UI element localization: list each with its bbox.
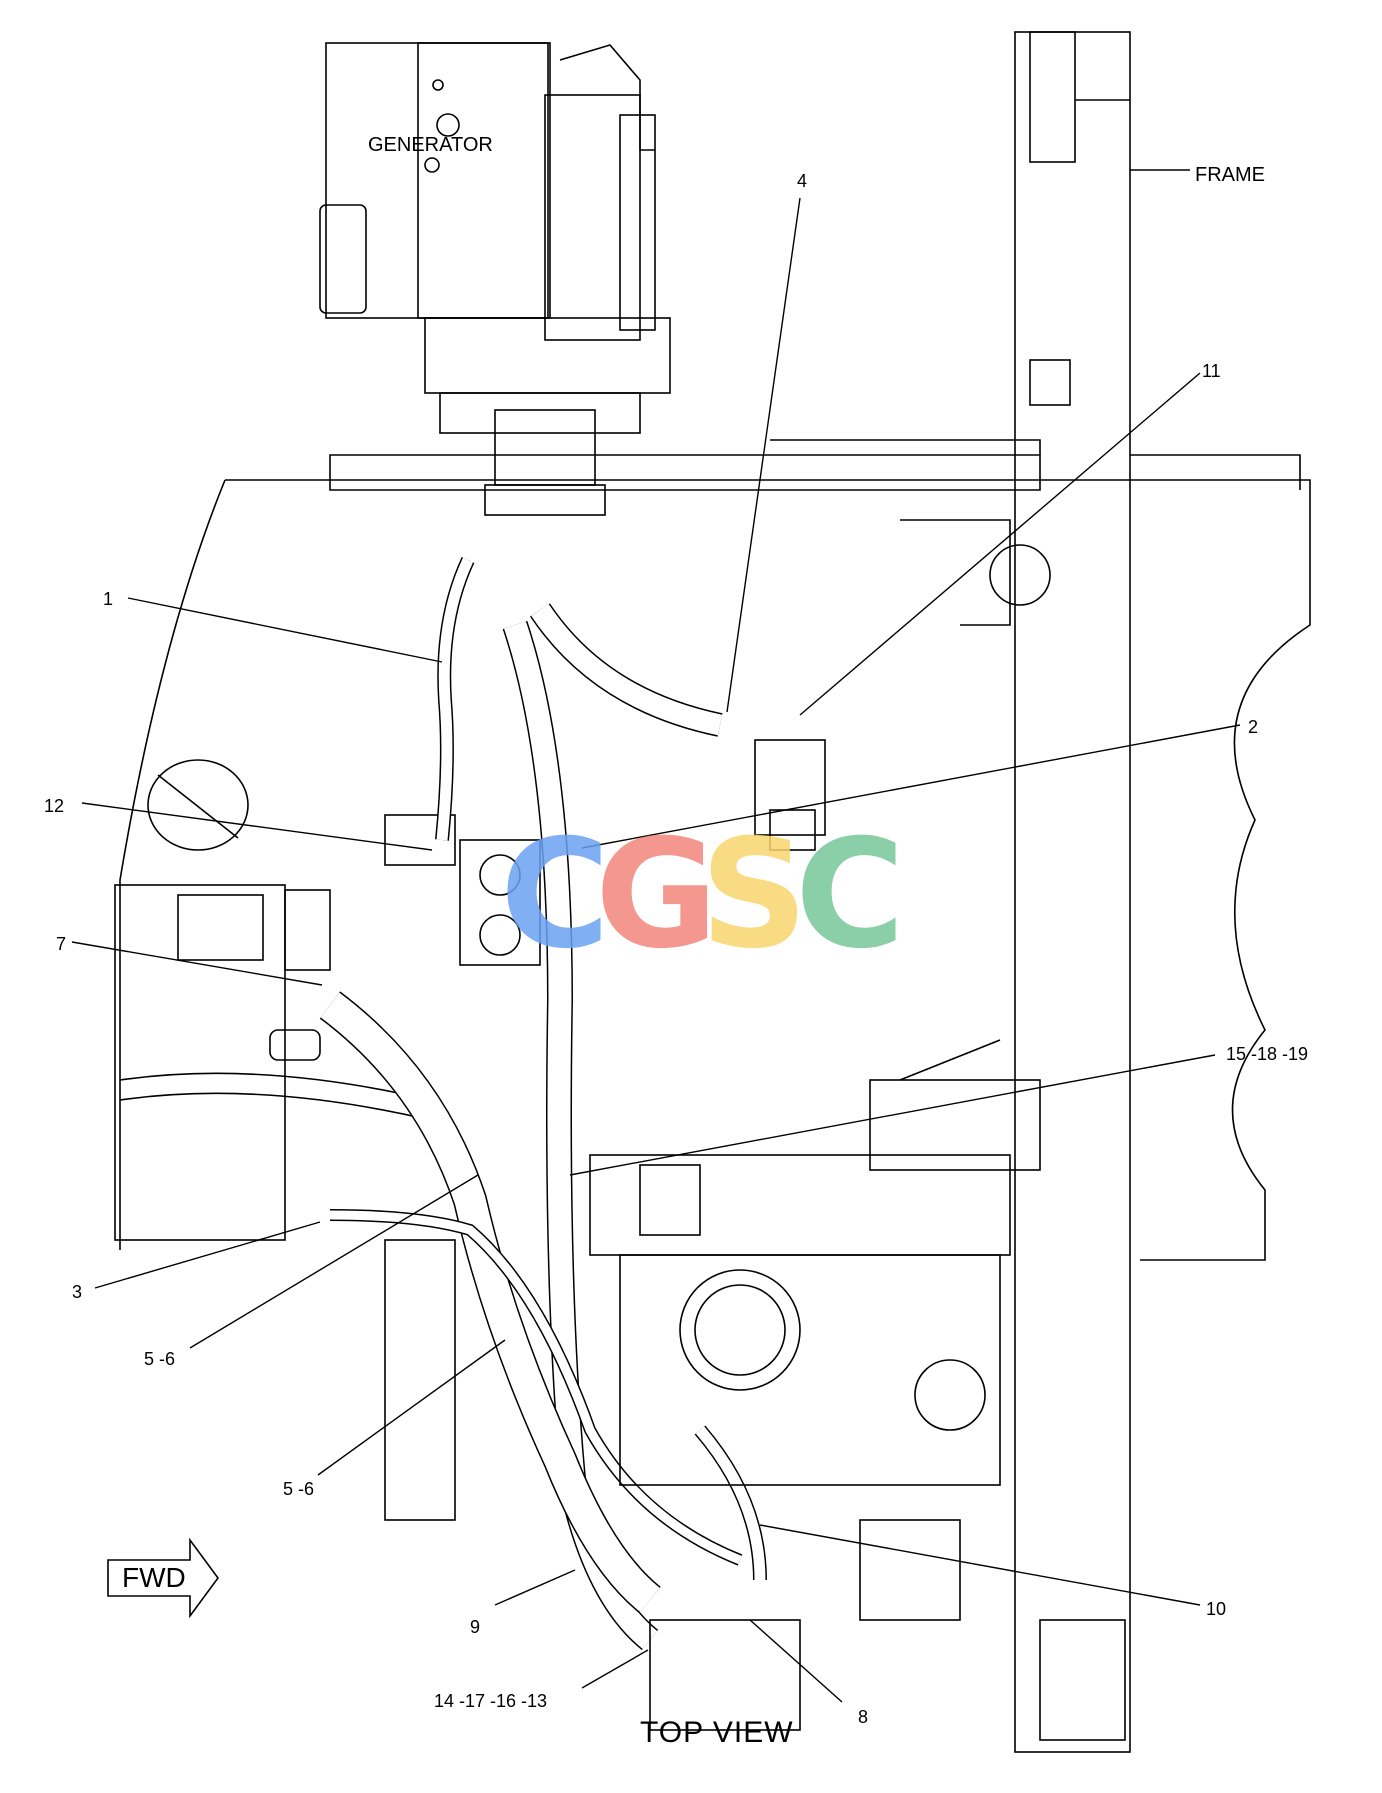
callout-7: 7 <box>56 934 67 954</box>
frame-structure <box>1014 31 1190 1753</box>
callout-4: 4 <box>797 171 808 191</box>
leader-7 <box>71 941 323 986</box>
left-components <box>114 759 456 1521</box>
watermark-letter-2: G <box>595 808 719 982</box>
leader-10 <box>759 1524 1201 1606</box>
fwd-arrow <box>107 1537 219 1619</box>
watermark-letter-1: C <box>500 808 611 982</box>
leader-5-6b <box>317 1339 506 1476</box>
leader-11 <box>799 372 1201 716</box>
callout-5-6b: 5 -6 <box>283 1479 315 1499</box>
callout-2: 2 <box>1248 717 1259 737</box>
leader-lines <box>71 197 1241 1703</box>
hoses <box>319 557 767 1651</box>
mounting-plate <box>119 439 1311 1261</box>
callout-5-6a: 5 -6 <box>144 1349 176 1369</box>
callout-10: 10 <box>1206 1599 1227 1619</box>
leader-4 <box>726 197 801 713</box>
callout-12: 12 <box>44 796 65 816</box>
callout-8: 8 <box>858 1707 869 1727</box>
leader-15-18-19 <box>569 1054 1216 1176</box>
fwd-label: FWD <box>122 1562 186 1593</box>
callout-14-17-16-13: 14 -17 -16 -13 <box>434 1691 548 1711</box>
callout-3: 3 <box>72 1282 83 1302</box>
leader-1 <box>127 597 443 663</box>
valve-blocks <box>384 739 826 966</box>
generator-label: GENERATOR <box>368 134 493 156</box>
frame-label: FRAME <box>1195 164 1265 186</box>
callout-9: 9 <box>470 1617 481 1637</box>
leader-9 <box>494 1569 576 1606</box>
leader-2 <box>581 724 1241 849</box>
watermark-letter-3: S <box>700 808 809 982</box>
leader-3 <box>94 1221 321 1289</box>
callout-1: 1 <box>103 589 114 609</box>
leader-12 <box>81 802 433 851</box>
watermark-letter-4: C <box>795 808 906 982</box>
callout-11: 11 <box>1202 361 1221 381</box>
view-title: TOP VIEW <box>640 1716 794 1749</box>
leader-14-17-16-13 <box>581 1649 649 1689</box>
leader-8 <box>749 1619 843 1703</box>
pump-assembly <box>589 1039 1041 1731</box>
callout-15-18-19: 15 -18 -19 <box>1226 1044 1309 1064</box>
leader-5-6a <box>189 1174 479 1349</box>
generator-body <box>319 42 671 516</box>
